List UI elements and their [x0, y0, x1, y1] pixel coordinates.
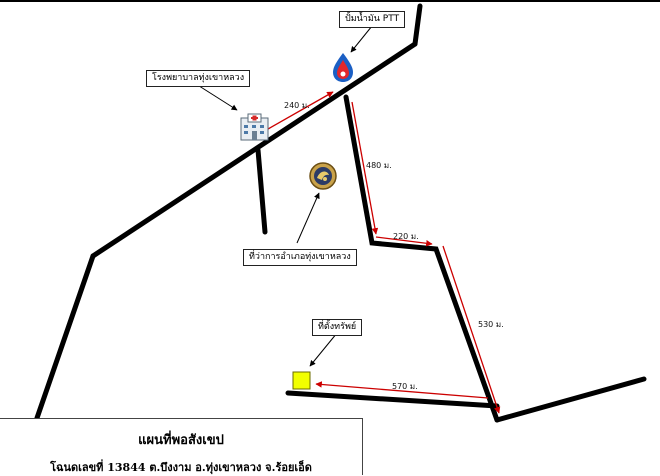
- road-property: [285, 390, 500, 409]
- route-arrow-to-property: [315, 381, 489, 399]
- map-title-box: แผนที่พอสังเขป โฉนดเลขที่ 13844 ต.บึงงาม…: [0, 418, 363, 475]
- label-district-office: ที่ว่าการอำเภอทุ่งเขาหลวง: [243, 249, 357, 266]
- map-title: แผนที่พอสังเขป: [138, 433, 224, 448]
- route-arrow-diag-down: [442, 245, 501, 414]
- route-arrow-hospital-ptt: [267, 91, 334, 130]
- distance-to-property: 570 ม.: [392, 382, 418, 391]
- label-property: ที่ตั้งทรัพย์: [312, 319, 363, 336]
- road-east: [494, 376, 647, 423]
- road-network: [34, 3, 647, 423]
- hospital-building-icon: [240, 113, 269, 141]
- deed-location-line: โฉนดเลขที่ 13844 ต.บึงงาม อ.ทุ่งเขาหลวง …: [50, 461, 312, 474]
- road-main-diagonal: [90, 41, 418, 259]
- route-arrows: [267, 91, 501, 414]
- road-west-diagonal: [34, 253, 96, 421]
- label-hospital: โรงพยาบาลทุ่งเขาหลวง: [146, 70, 251, 87]
- callout-pointers: [195, 25, 373, 367]
- pointer-property: [309, 332, 338, 367]
- pointer-hospital: [195, 83, 238, 111]
- ptt-logo-icon: [333, 53, 353, 82]
- distance-diag-down: 530 ม.: [478, 320, 504, 329]
- pointer-district: [296, 192, 320, 244]
- district-seal-icon: [309, 162, 337, 190]
- property-marker-icon: [292, 371, 311, 390]
- road-ptt-south: [343, 94, 500, 423]
- distance-ptt-down: 480 ม.: [366, 161, 392, 170]
- distance-hospital-ptt: 240 ม.: [284, 101, 310, 110]
- route-arrow-ptt-down: [351, 101, 379, 235]
- distance-jog-east: 220 ม.: [393, 232, 419, 241]
- road-short-south: [255, 147, 268, 235]
- label-ptt-station: ปั้มน้ำมัน PTT: [339, 11, 406, 28]
- route-arrow-jog-east: [375, 236, 433, 247]
- pointer-ptt: [350, 25, 373, 53]
- road-north-spur: [412, 3, 423, 47]
